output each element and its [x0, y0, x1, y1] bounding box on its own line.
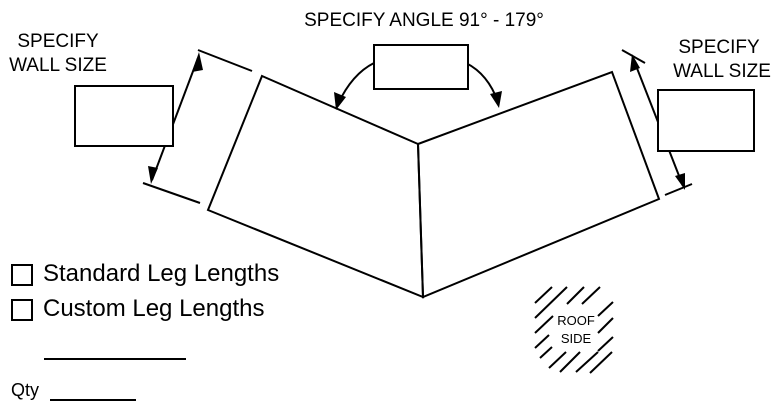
- custom-length-field[interactable]: [44, 340, 186, 360]
- custom-leg-lengths-label: Custom Leg Lengths: [43, 295, 265, 322]
- qty-input[interactable]: [50, 381, 136, 401]
- qty-label: Qty: [11, 380, 40, 400]
- angle-title: SPECIFY ANGLE 91° - 179°: [304, 10, 544, 31]
- left-dim-ext-bottom: [142, 182, 201, 204]
- right-wall-size-input[interactable]: [657, 89, 755, 152]
- custom-leg-lengths-checkbox[interactable]: [11, 299, 33, 321]
- left-wall-label-line1: SPECIFY: [17, 31, 99, 52]
- standard-leg-lengths-checkbox[interactable]: [11, 264, 33, 286]
- left-dim-arrow-bottom: [148, 166, 158, 184]
- roof-label-line1: ROOF: [557, 313, 595, 328]
- roof-label-line2: SIDE: [561, 331, 592, 346]
- left-dim-ext-top: [197, 49, 253, 72]
- right-dim-ext-bottom: [664, 183, 693, 196]
- right-dim-arrow-top: [630, 54, 640, 72]
- right-dim-ext-top: [621, 49, 646, 64]
- angle-input[interactable]: [373, 44, 469, 90]
- left-dim-line: [151, 57, 199, 181]
- right-wall-panel: [416, 70, 661, 299]
- angle-arrow-right: [490, 91, 502, 108]
- right-wall-label-line1: SPECIFY: [678, 37, 760, 58]
- standard-leg-lengths-label: Standard Leg Lengths: [43, 260, 280, 287]
- angle-arrow-left: [334, 92, 346, 110]
- right-dim-arrow-bottom: [675, 173, 685, 190]
- left-wall-size-input[interactable]: [74, 85, 174, 147]
- roof-side-hatch: [534, 286, 614, 374]
- left-wall-label-line2: WALL SIZE: [9, 55, 107, 76]
- left-dim-arrow-top: [192, 52, 203, 72]
- right-wall-label-line2: WALL SIZE: [673, 61, 771, 82]
